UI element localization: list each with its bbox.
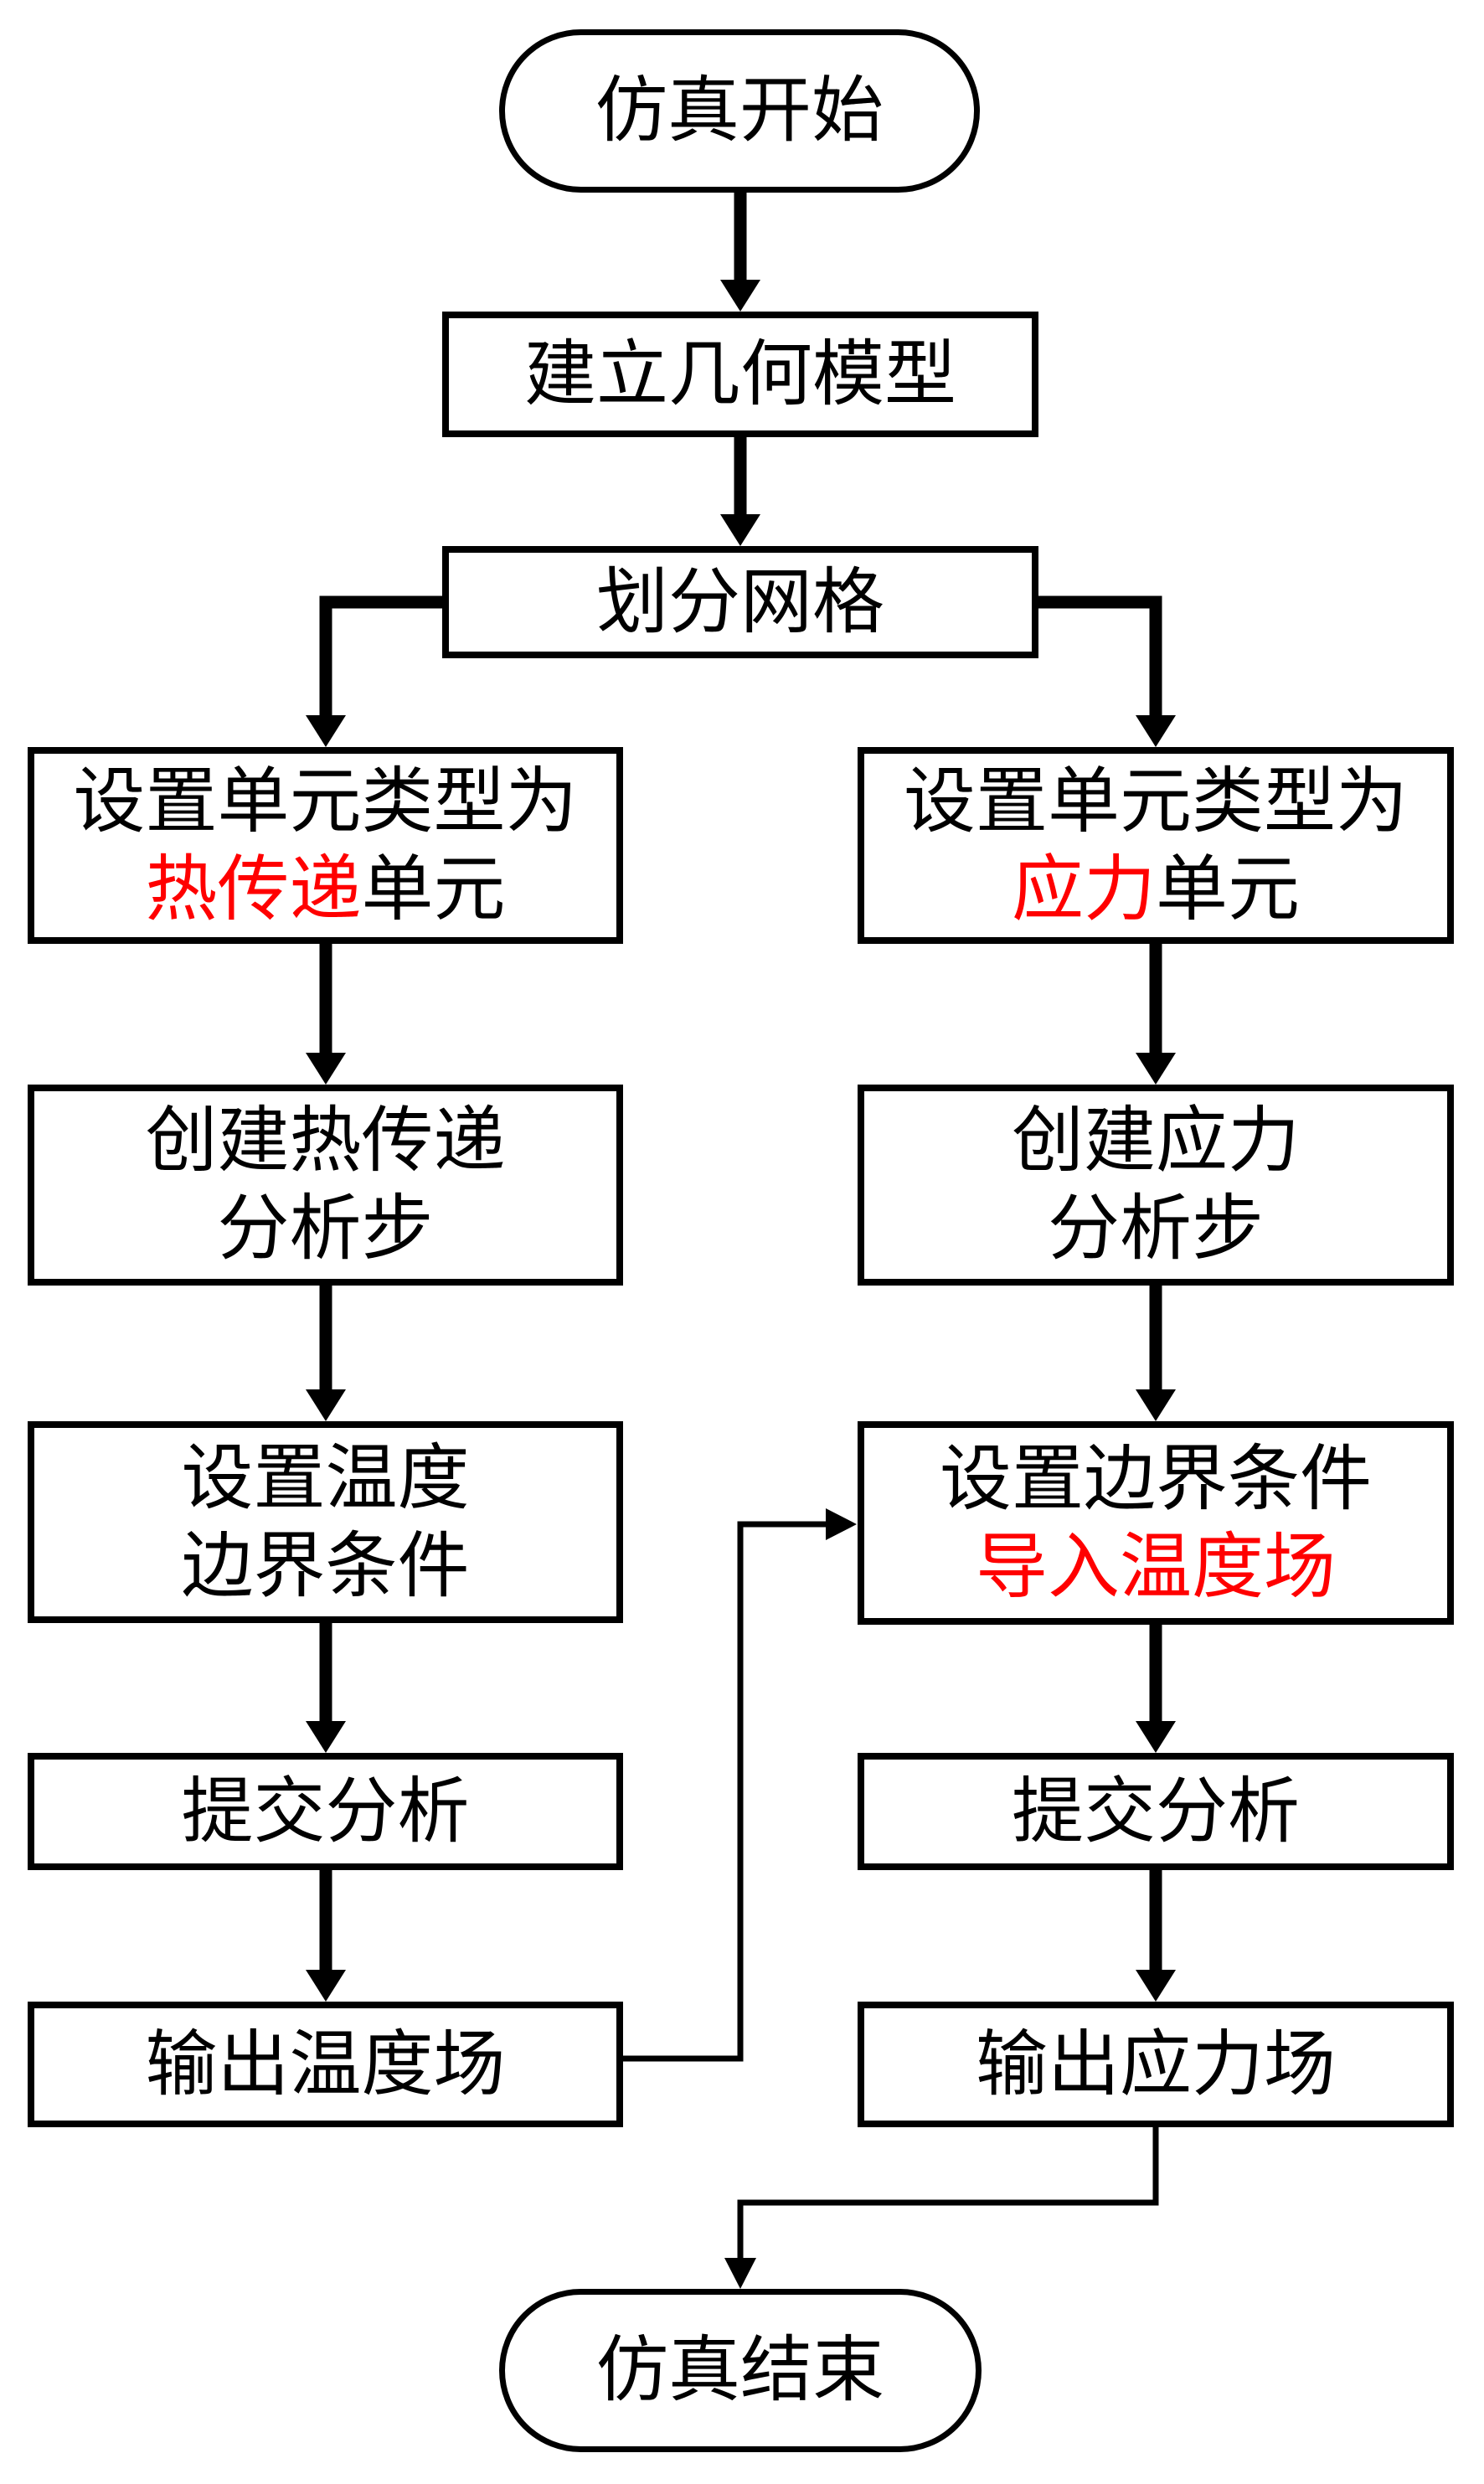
node-right-create-analysis-step: 创建应力 分析步: [858, 1085, 1454, 1286]
connector-mesh-to-left-set-element: [306, 595, 442, 747]
node-label-line1: 设置单元类型为: [904, 760, 1408, 842]
node-label: 建立几何模型: [524, 333, 956, 415]
node-label-line2-highlight: 导入温度场: [976, 1526, 1336, 1607]
node-left-create-analysis-step: 创建热传递 分析步: [28, 1085, 623, 1286]
node-label-line2: 分析步: [1048, 1188, 1264, 1269]
connector-start-to-build-model: [720, 193, 760, 312]
node-label: 输出温度场: [145, 2023, 506, 2105]
node-right-boundary-import-temperature: 设置边界条件 导入温度场: [858, 1421, 1454, 1625]
label-segment: 单元: [361, 848, 506, 930]
label-segment: 单元: [1156, 848, 1300, 930]
connector-right-boundary-to-submit: [1136, 1625, 1176, 1753]
node-label: 输出应力场: [976, 2023, 1336, 2105]
node-label-line2: 边界条件: [181, 1525, 470, 1606]
node-label: 提交分析: [181, 1770, 470, 1852]
node-label-line2: 分析步: [217, 1188, 434, 1269]
node-mesh-generation: 划分网格: [442, 546, 1038, 658]
connector-left-create-step-to-boundary: [306, 1286, 346, 1421]
node-label: 仿真开始: [595, 70, 884, 151]
node-start-terminator: 仿真开始: [499, 29, 980, 193]
node-label-line1: 创建应力: [1012, 1100, 1300, 1181]
label-segment-highlight: 热传递: [145, 848, 362, 930]
connector-mesh-to-right-set-element: [1038, 595, 1176, 747]
node-build-geometry-model: 建立几何模型: [442, 312, 1038, 437]
connector-right-output-to-end: [724, 2127, 1159, 2289]
connector-left-boundary-to-submit: [306, 1623, 346, 1753]
node-right-submit-analysis: 提交分析: [858, 1753, 1454, 1870]
node-label-line2: 应力单元: [1012, 846, 1300, 934]
node-left-temperature-boundary: 设置温度 边界条件: [28, 1421, 623, 1623]
node-label-line1: 设置边界条件: [940, 1438, 1372, 1519]
node-label: 提交分析: [1012, 1770, 1300, 1852]
node-end-terminator: 仿真结束: [499, 2289, 982, 2452]
node-label-line1: 设置单元类型为: [73, 760, 578, 842]
connector-left-output-to-right-boundary: [623, 1508, 857, 2062]
connector-left-submit-to-output: [306, 1870, 346, 2002]
node-label: 仿真结束: [596, 2330, 884, 2410]
node-label-line2: 热传递单元: [146, 846, 506, 934]
node-right-set-element-type: 设置单元类型为 应力单元: [858, 747, 1454, 944]
node-left-output-temperature-field: 输出温度场: [28, 2002, 623, 2127]
node-left-submit-analysis: 提交分析: [28, 1753, 623, 1870]
connector-right-set-element-to-create-step: [1136, 944, 1176, 1085]
connector-right-submit-to-output: [1136, 1870, 1176, 2002]
node-label: 划分网格: [596, 561, 884, 642]
label-segment-highlight: 应力: [1012, 848, 1156, 930]
node-right-output-stress-field: 输出应力场: [858, 2002, 1454, 2127]
connector-left-set-element-to-create-step: [306, 944, 346, 1085]
node-left-set-element-type: 设置单元类型为 热传递单元: [28, 747, 623, 944]
node-label-line1: 设置温度: [181, 1437, 470, 1518]
connector-right-create-step-to-boundary: [1136, 1286, 1176, 1421]
node-label-line1: 创建热传递: [145, 1100, 506, 1181]
connector-build-model-to-mesh: [720, 437, 760, 546]
